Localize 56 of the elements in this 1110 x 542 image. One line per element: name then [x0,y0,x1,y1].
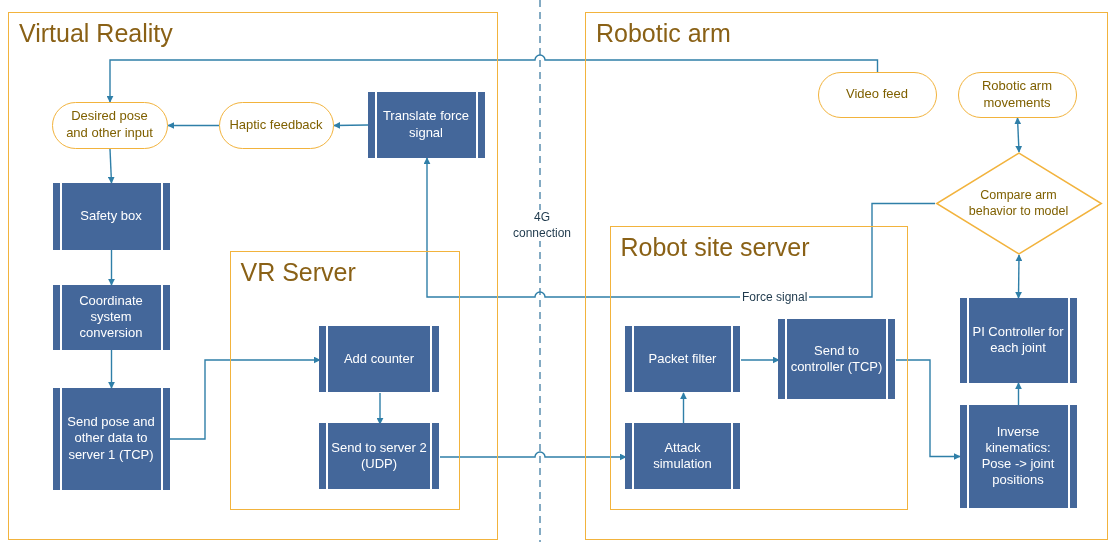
box-label: Haptic feedback [229,116,323,134]
arrow [1015,254,1023,299]
box-label: Safety box [80,207,142,225]
arrow [167,122,220,129]
arrow [423,157,936,298]
process-box [52,182,170,250]
group-title: Virtual Reality [19,19,173,48]
box-label: Compare arm behavior to model [967,186,1070,220]
process-box [52,387,170,490]
group-frame [8,12,498,540]
group-title: Robotic arm [596,19,731,48]
arrow [1015,382,1022,406]
terminator-shape [51,101,168,149]
process-box [319,423,439,489]
arrow [895,359,961,460]
process-box [959,297,1077,383]
arrow [169,356,321,440]
box-label: Inverse kinematics: Pose -> joint positions [980,423,1056,489]
box-label: Send to server 2 (UDP) [331,439,427,473]
box-label: Send pose and other data to server 1 (TCP) [66,414,156,463]
group-frame [229,250,460,510]
process-box [367,91,485,158]
terminator-shape [218,101,334,149]
arrow [108,349,115,389]
group-frame [585,12,1108,540]
arrow [1014,117,1023,153]
arrow [333,121,369,129]
process-box [319,326,439,392]
process-box [625,326,740,392]
arrow [439,451,627,461]
box-label: Robotic arm movements [980,77,1054,112]
box-label: Coordinate system conversion [78,292,144,342]
box-label: Translate force signal [381,108,471,141]
edge-label: Force signal [740,290,810,304]
box-label: Attack simulation [652,439,713,473]
terminator-shape [817,71,937,118]
arrow [108,249,115,286]
box-label: Send to controller (TCP) [790,342,883,376]
group-frame [609,225,908,510]
arrow [740,356,780,364]
group-title: VR Server [240,257,356,287]
box-label: Packet filter [648,350,717,368]
decision-diamond [934,151,1103,255]
terminator-shape [957,71,1077,118]
process-box [959,404,1077,508]
box-label: Desired pose and other input [65,108,154,142]
box-label: PI Controller for each joint [971,323,1065,357]
arrow [376,392,384,425]
box-label: Add counter [343,350,415,368]
arrow [680,392,687,425]
arrow [107,148,115,184]
process-box [52,284,170,350]
process-box [625,423,740,489]
group-title: Robot site server [620,232,810,262]
box-label: Video feed [846,86,908,103]
process-box [778,319,895,399]
